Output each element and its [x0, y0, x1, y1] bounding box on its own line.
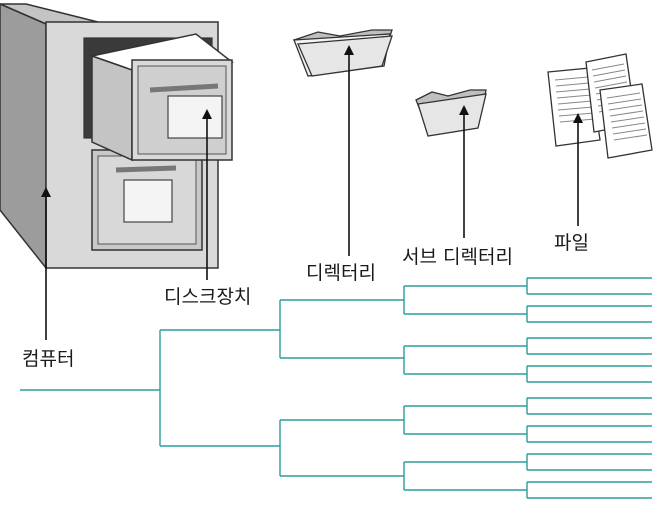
- computer-label: 컴퓨터: [22, 348, 75, 370]
- disk-label: 디스크장치: [164, 286, 252, 308]
- directory-label: 디렉터리: [306, 262, 376, 284]
- hierarchy-tree: [20, 277, 652, 499]
- folder-icon: [292, 29, 393, 77]
- document-icon: [547, 53, 653, 159]
- open-drawer-icon: [89, 33, 234, 162]
- folder-icon: [415, 89, 487, 137]
- file-label: 파일: [554, 232, 589, 254]
- subdirectory-label: 서브 디렉터리: [402, 246, 513, 268]
